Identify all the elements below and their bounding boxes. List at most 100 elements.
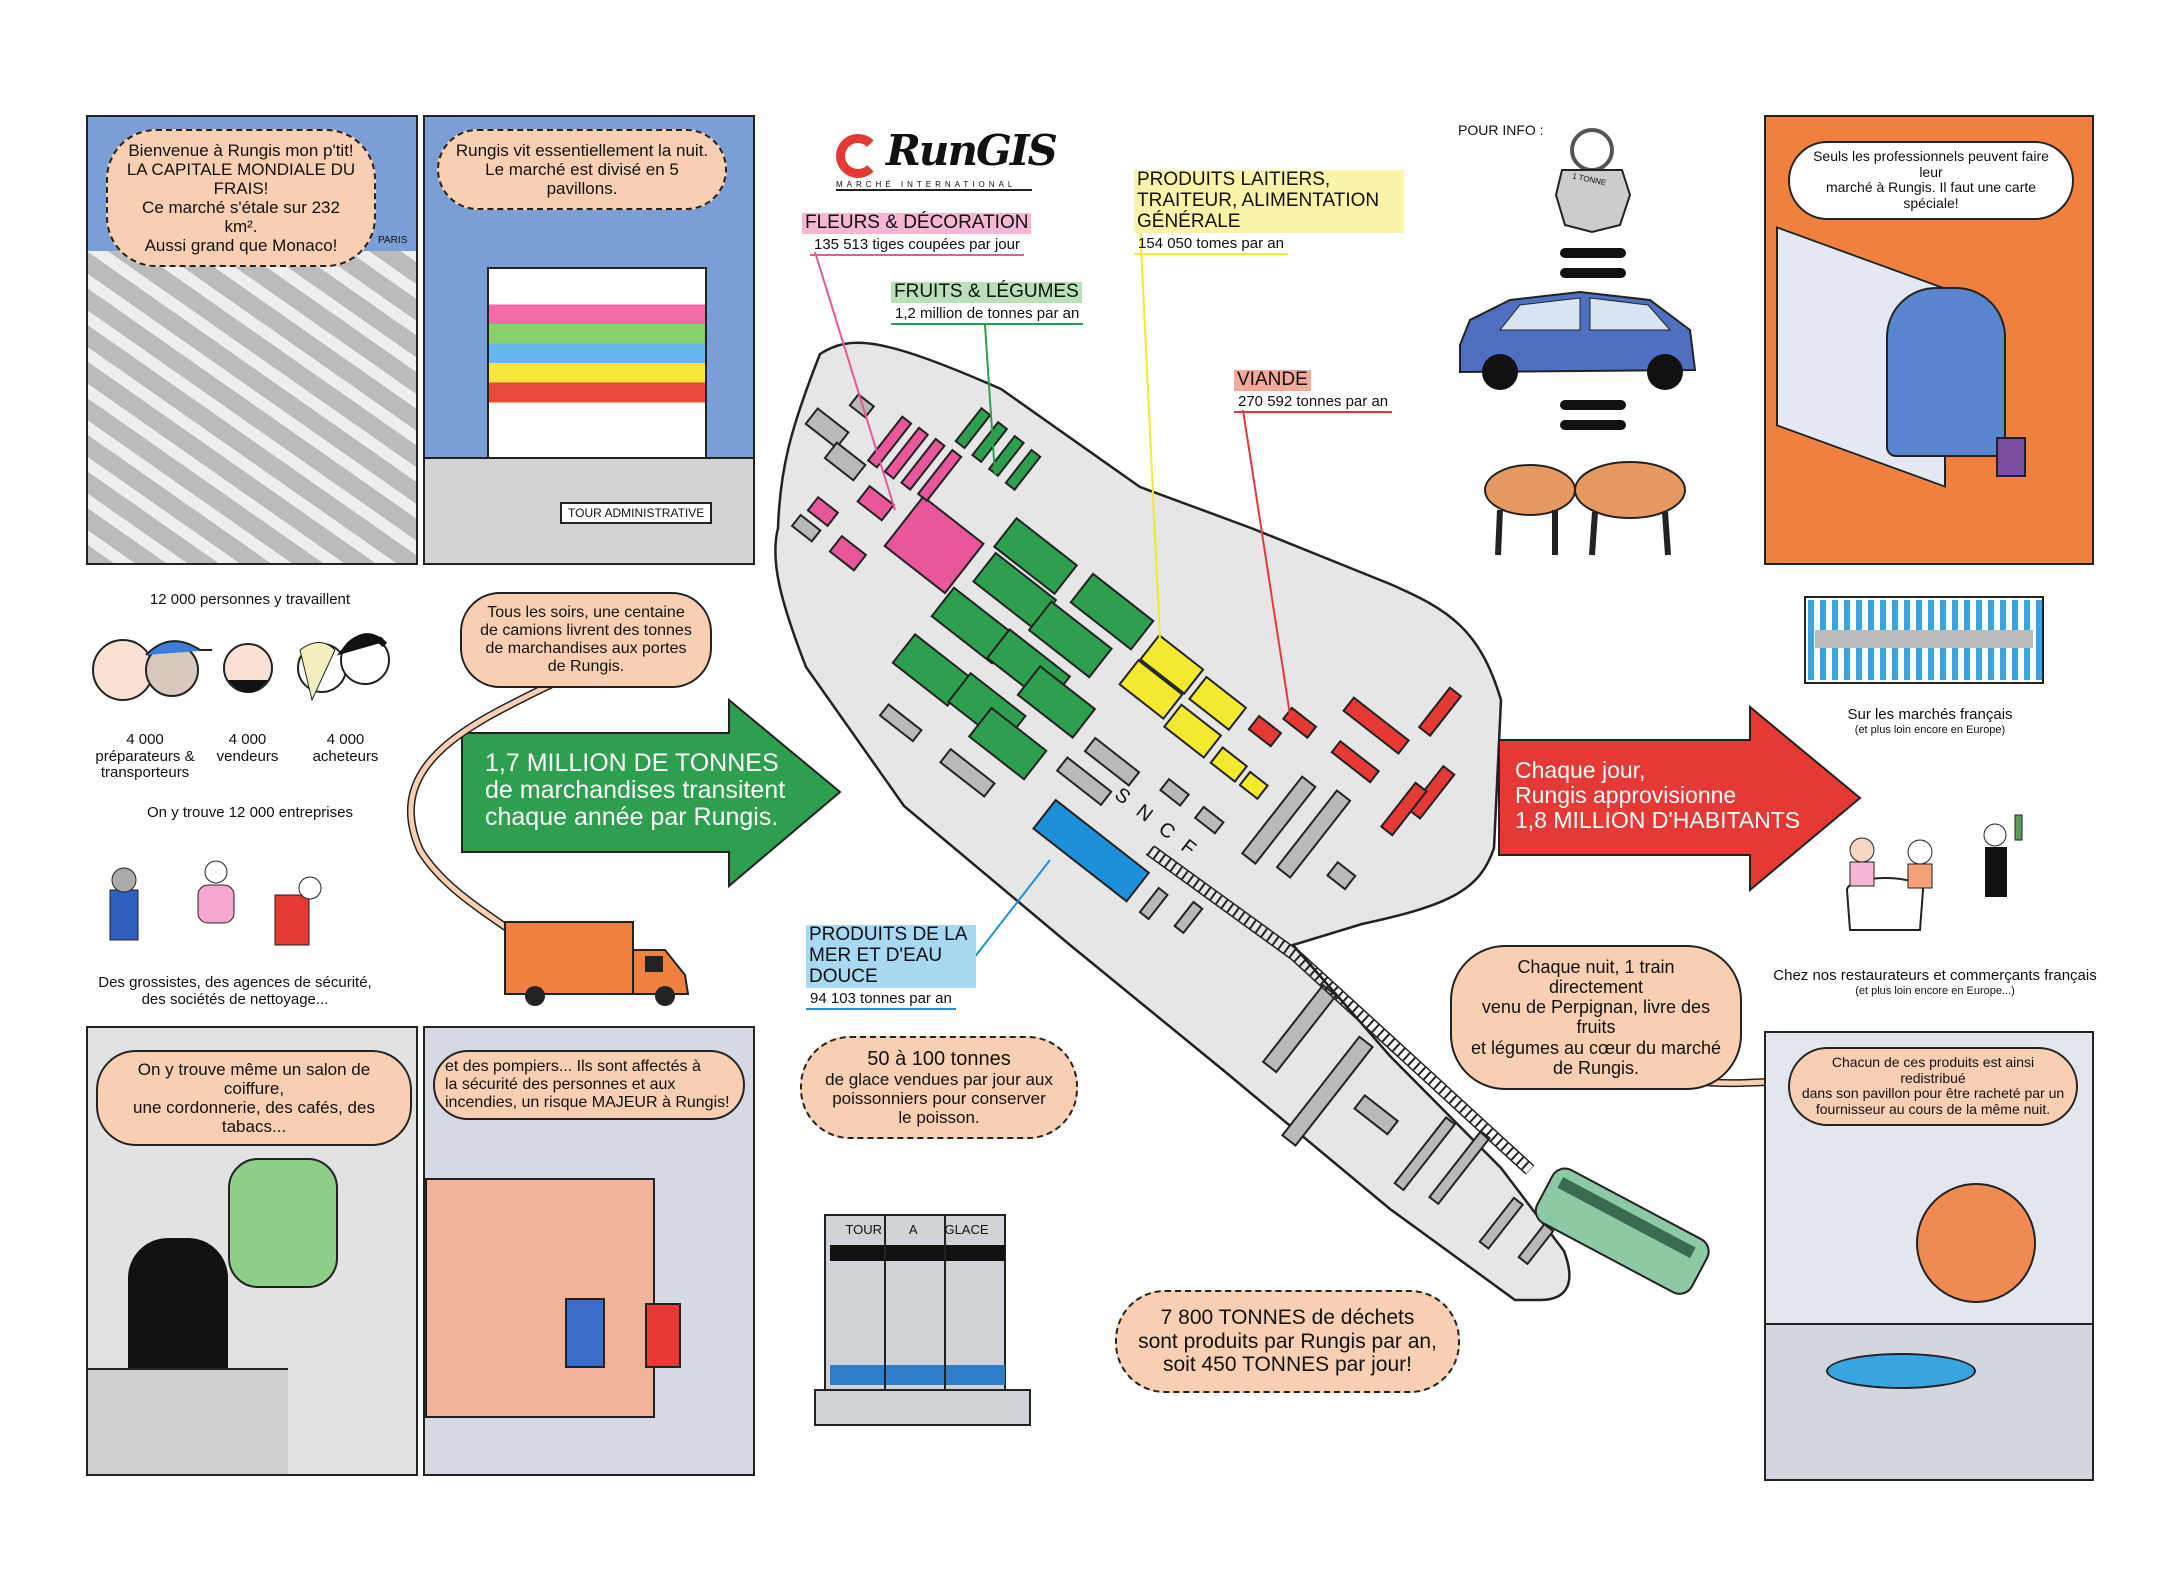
building <box>1353 1093 1400 1136</box>
rungis-logo: RunGIS MARCHÉ INTERNATIONAL <box>836 126 1058 196</box>
label: vendeurs <box>216 747 279 765</box>
pavilion-viande <box>1379 781 1428 837</box>
delivery-truck-illustration <box>504 921 690 1006</box>
night-bubble: Rungis vit essentiellement la nuit. Le m… <box>437 129 727 211</box>
ice-tower-illustration <box>814 1214 1031 1426</box>
bubble-line: la sécurité des personnes et aux <box>445 1075 676 1093</box>
buildings <box>790 393 1555 1266</box>
building <box>1393 1116 1457 1192</box>
bubble-line: Chaque nuit, 1 train directement <box>1517 957 1675 998</box>
bubble-line: Seuls les professionnels peuvent faire l… <box>1813 148 2049 180</box>
building <box>1055 756 1113 807</box>
building <box>1261 983 1338 1074</box>
rail <box>1145 853 1527 1175</box>
pavilion-laitiers <box>1118 658 1184 721</box>
leader-laitiers <box>1139 224 1161 641</box>
pavilion-fruits <box>954 406 992 450</box>
bubble-line: soit 450 TONNES par jour! <box>1162 1353 1412 1377</box>
bubble-line: et légumes au cœur du marché <box>1470 1037 1722 1058</box>
arrow-line: Rungis approvisionne <box>1515 781 1737 808</box>
hairdresser <box>228 1158 338 1288</box>
bubble-line: dans son pavillon pour être racheté par … <box>1801 1085 2065 1102</box>
pavilion-stat: 94 103 tonnes par an <box>806 989 956 1011</box>
bubble-line: marché à Rungis. Il faut une carte spéci… <box>1825 179 2037 212</box>
tower-sign: TOUR ADMINISTRATIVE <box>560 502 713 524</box>
bubble-line: de Rungis. <box>547 657 625 675</box>
pavilion-laitiers <box>1162 703 1223 759</box>
pavilion-name: FRUITS & LÉGUMES <box>891 281 1082 303</box>
arrow-line: de marchandises transitent <box>485 776 786 804</box>
bubble-line: poissonniers pour conserver <box>832 1089 1046 1109</box>
sign-word: GLACE <box>944 1222 989 1237</box>
awning-stripe <box>1808 600 1814 680</box>
awning-stripe <box>2036 600 2042 680</box>
panel-salon: On y trouve même un salon de coiffure,un… <box>86 1026 418 1476</box>
label-mer: PRODUITS DE LA MER ET D'EAU DOUCE 94 103… <box>806 924 976 1011</box>
pavilion-stat: 270 592 tonnes par an <box>1234 392 1393 414</box>
leader-viande <box>1242 409 1291 716</box>
people-title: 12 000 personnes y travaillent <box>149 591 351 608</box>
paris-label: PARIS <box>378 235 408 246</box>
pavilion-laitiers <box>1139 633 1205 695</box>
bubble-line: 7 800 TONNES de déchets <box>1160 1306 1415 1329</box>
caption-line: (et plus loin encore en Europe) <box>1854 723 2006 736</box>
fish-bubble: Chacun de ces produits est ainsi redistr… <box>1788 1047 2078 1126</box>
pavilion-fruits <box>992 516 1079 596</box>
arrow-line: 1,7 MILLION DE TONNES <box>485 749 779 777</box>
logo-wordmark: RunGIS <box>886 126 1058 175</box>
pavilion-fruits <box>971 420 1009 464</box>
card-bubble: Seuls les professionnels peuvent faire l… <box>1788 141 2074 220</box>
green-arrow <box>461 697 842 889</box>
building <box>1517 1222 1555 1266</box>
bubble-line: LA CAPITALE MONDIALE DU FRAIS! <box>126 160 356 199</box>
driver <box>1886 287 2006 457</box>
bubble-tail <box>408 677 562 957</box>
bubble-line: fournisseur au cours de la même nuit. <box>1815 1101 2051 1118</box>
caption-line: Sur les marchés français <box>1847 706 2013 723</box>
firefighter <box>565 1298 605 1368</box>
bubble-line: sont produits par Rungis par an, <box>1138 1329 1437 1353</box>
companies-caption: Des grossistes, des agences de sécurité,… <box>85 974 385 1008</box>
bubble-line: de camions livrent des tonnes <box>480 621 692 639</box>
welcome-bubble: Bienvenue à Rungis mon p'tit! LA CAPITAL… <box>106 129 376 268</box>
pavilion-fleurs <box>883 426 930 480</box>
red-arrow <box>1498 704 1862 893</box>
rail <box>1153 845 1535 1167</box>
pavilion-fleurs <box>806 495 840 528</box>
bubble-line: de glace vendues par jour aux <box>825 1070 1053 1090</box>
label: acheteurs <box>312 747 379 765</box>
train-illustration <box>1534 1167 1710 1295</box>
label-fleurs: FLEURS & DÉCORATION 135 513 tiges coupée… <box>802 212 1032 257</box>
bubble-line: Rungis vit essentiellement la nuit. <box>455 141 709 160</box>
logo-symbol-icon <box>836 134 880 178</box>
bubble-line: Tous les soirs, une centaine <box>487 604 685 621</box>
leader-fleurs <box>814 251 896 511</box>
pavilion-laitiers <box>1187 675 1248 732</box>
bubble-line: le poisson. <box>898 1108 980 1128</box>
building <box>1428 1129 1491 1206</box>
client <box>128 1238 228 1388</box>
chair <box>88 1368 288 1474</box>
fish-head <box>1916 1183 2036 1303</box>
building <box>1173 900 1204 935</box>
workers-illustration <box>92 633 390 946</box>
restaurant-illustration <box>1846 814 2023 931</box>
fire-truck <box>425 1178 655 1418</box>
market-stall-illustration <box>1804 596 2044 684</box>
restaurants-caption: Chez nos restaurateurs et commerçants fr… <box>1770 967 2100 997</box>
bubble-line: incendies, un risque MAJEUR à Rungis! <box>445 1093 730 1111</box>
building <box>1326 860 1357 891</box>
pavilion-fruits <box>967 706 1048 781</box>
pavilion-viande <box>1247 714 1283 748</box>
pavilion-fruits <box>1004 448 1042 492</box>
building <box>1280 1035 1374 1147</box>
label-viande: VIANDE 270 592 tonnes par an <box>1234 369 1393 414</box>
bubble-line: venu de Perpignan, livre des fruits <box>1481 997 1711 1038</box>
pavilion-stat: 135 513 tiges coupées par jour <box>810 235 1024 257</box>
